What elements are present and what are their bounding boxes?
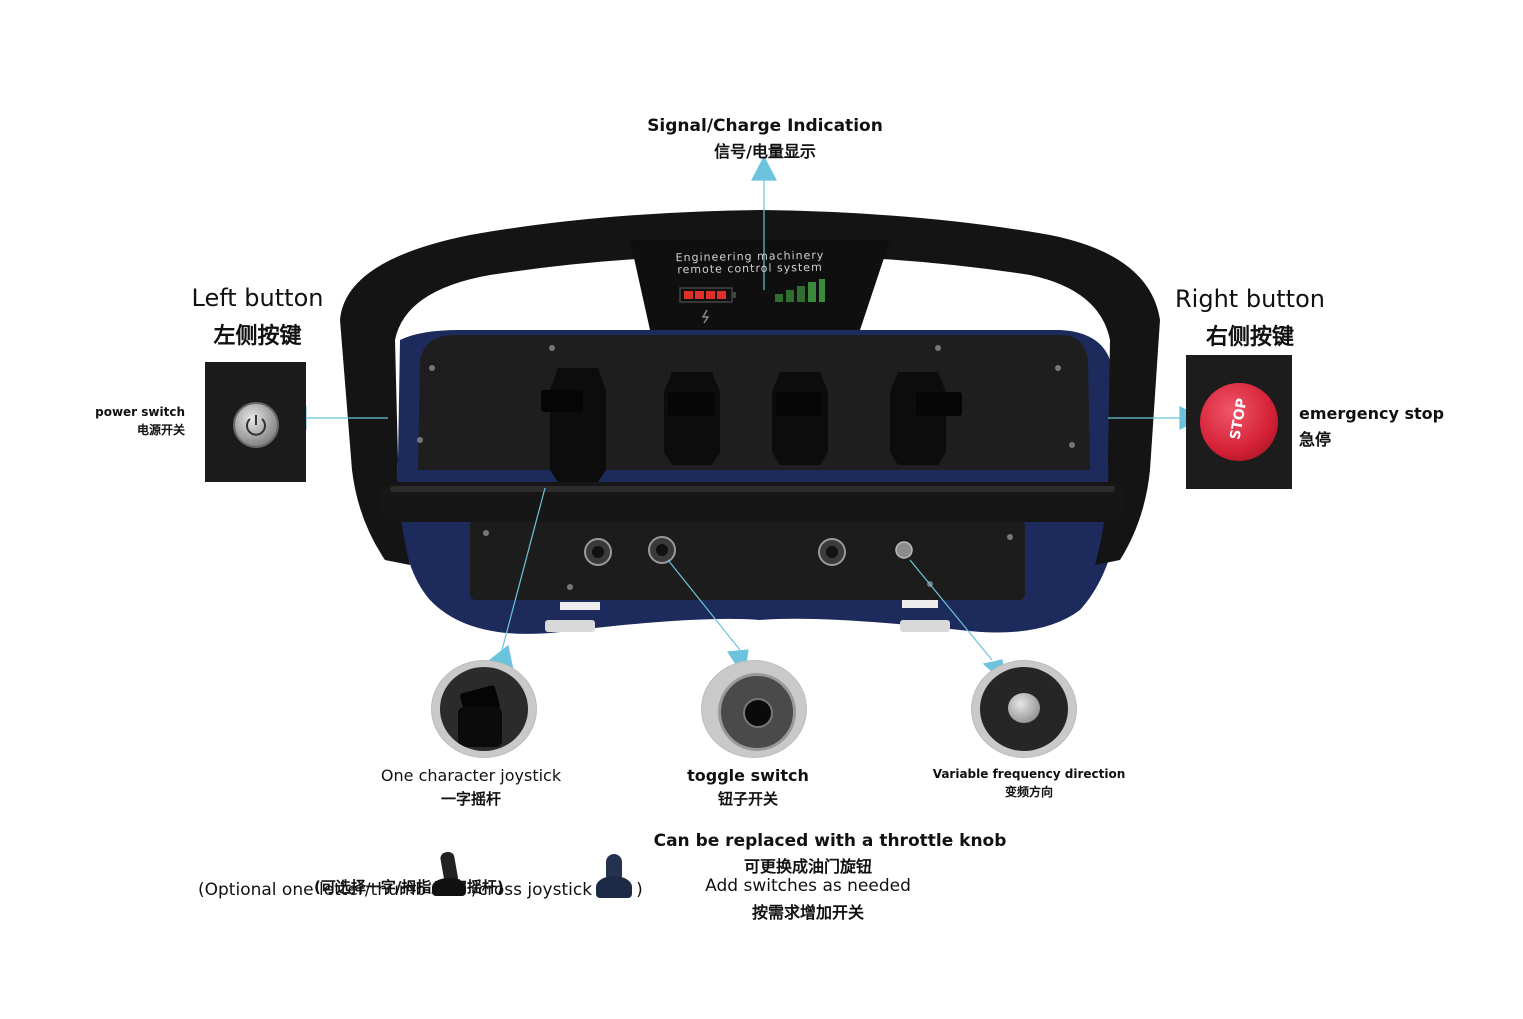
signal-indicator-title: Signal/Charge Indication [647,116,883,136]
joystick-2 [664,372,720,465]
stop-text: STOP [1227,397,1251,441]
joystick-3 [772,372,828,465]
stop-button: STOP [1200,383,1278,461]
power-switch-photo [205,362,306,482]
emergency-stop-label-cn: 急停 [1299,430,1332,449]
vfd-label-cn: 变频方向 [1004,785,1053,799]
cross-joystick-icon [594,852,634,900]
power-switch-label: power switch [95,405,185,419]
optional-note-part3: ) [636,880,643,900]
toggle-switch-icon [743,698,773,728]
right-button-title-cn: 右侧按键 [1205,325,1294,350]
optional-note: (Optional one letter/thumb /cross joysti… [198,851,643,900]
toggle-switch-label-cn: 钮子开关 [717,790,778,808]
signal-indicator-title-cn: 信号/电量显示 [714,142,816,161]
throttle-note: Can be replaced with a throttle knob [653,831,1007,851]
thumb-joystick-icon [428,851,470,900]
optional-note-part1: (Optional one letter/thumb [198,880,427,900]
vfd-knob-icon [1008,693,1040,723]
vfd-zoom [971,660,1077,758]
battery-indicator [679,287,736,324]
toggle-switch-label: toggle switch [687,766,809,785]
optional-note-cn: (可选择一字/拇指/十字摇杆) [314,878,504,896]
handle [340,210,1160,565]
display-plate [630,240,890,330]
power-switch-label-cn: 电源开关 [136,423,185,437]
lower-switches [584,536,913,566]
joystick-label: One character joystick [380,766,562,785]
add-switches-note-cn: 按需求增加开关 [751,903,864,922]
left-button-title: Left button [191,284,324,312]
left-button-title-cn: 左侧按键 [213,324,302,349]
joystick-label-cn: 一字摇杆 [440,790,501,808]
upper-panel [418,335,1090,470]
joystick-1 [541,368,606,482]
joystick-4 [890,372,962,465]
vfd-label: Variable frequency direction [932,767,1126,781]
joystick-zoom [431,660,537,758]
emergency-stop-label: emergency stop [1299,404,1445,423]
signal-indicator [775,279,825,302]
emergency-stop-photo: STOP [1186,355,1292,489]
add-switches-note: Add switches as needed [705,876,911,896]
optional-note-part2: /cross joystick [472,880,593,900]
throttle-note-cn: 可更换成油门旋钮 [743,857,872,876]
lower-panel [470,520,1025,600]
toggle-switch-zoom [701,660,807,758]
power-icon [233,402,279,448]
right-button-title: Right button [1175,285,1325,313]
